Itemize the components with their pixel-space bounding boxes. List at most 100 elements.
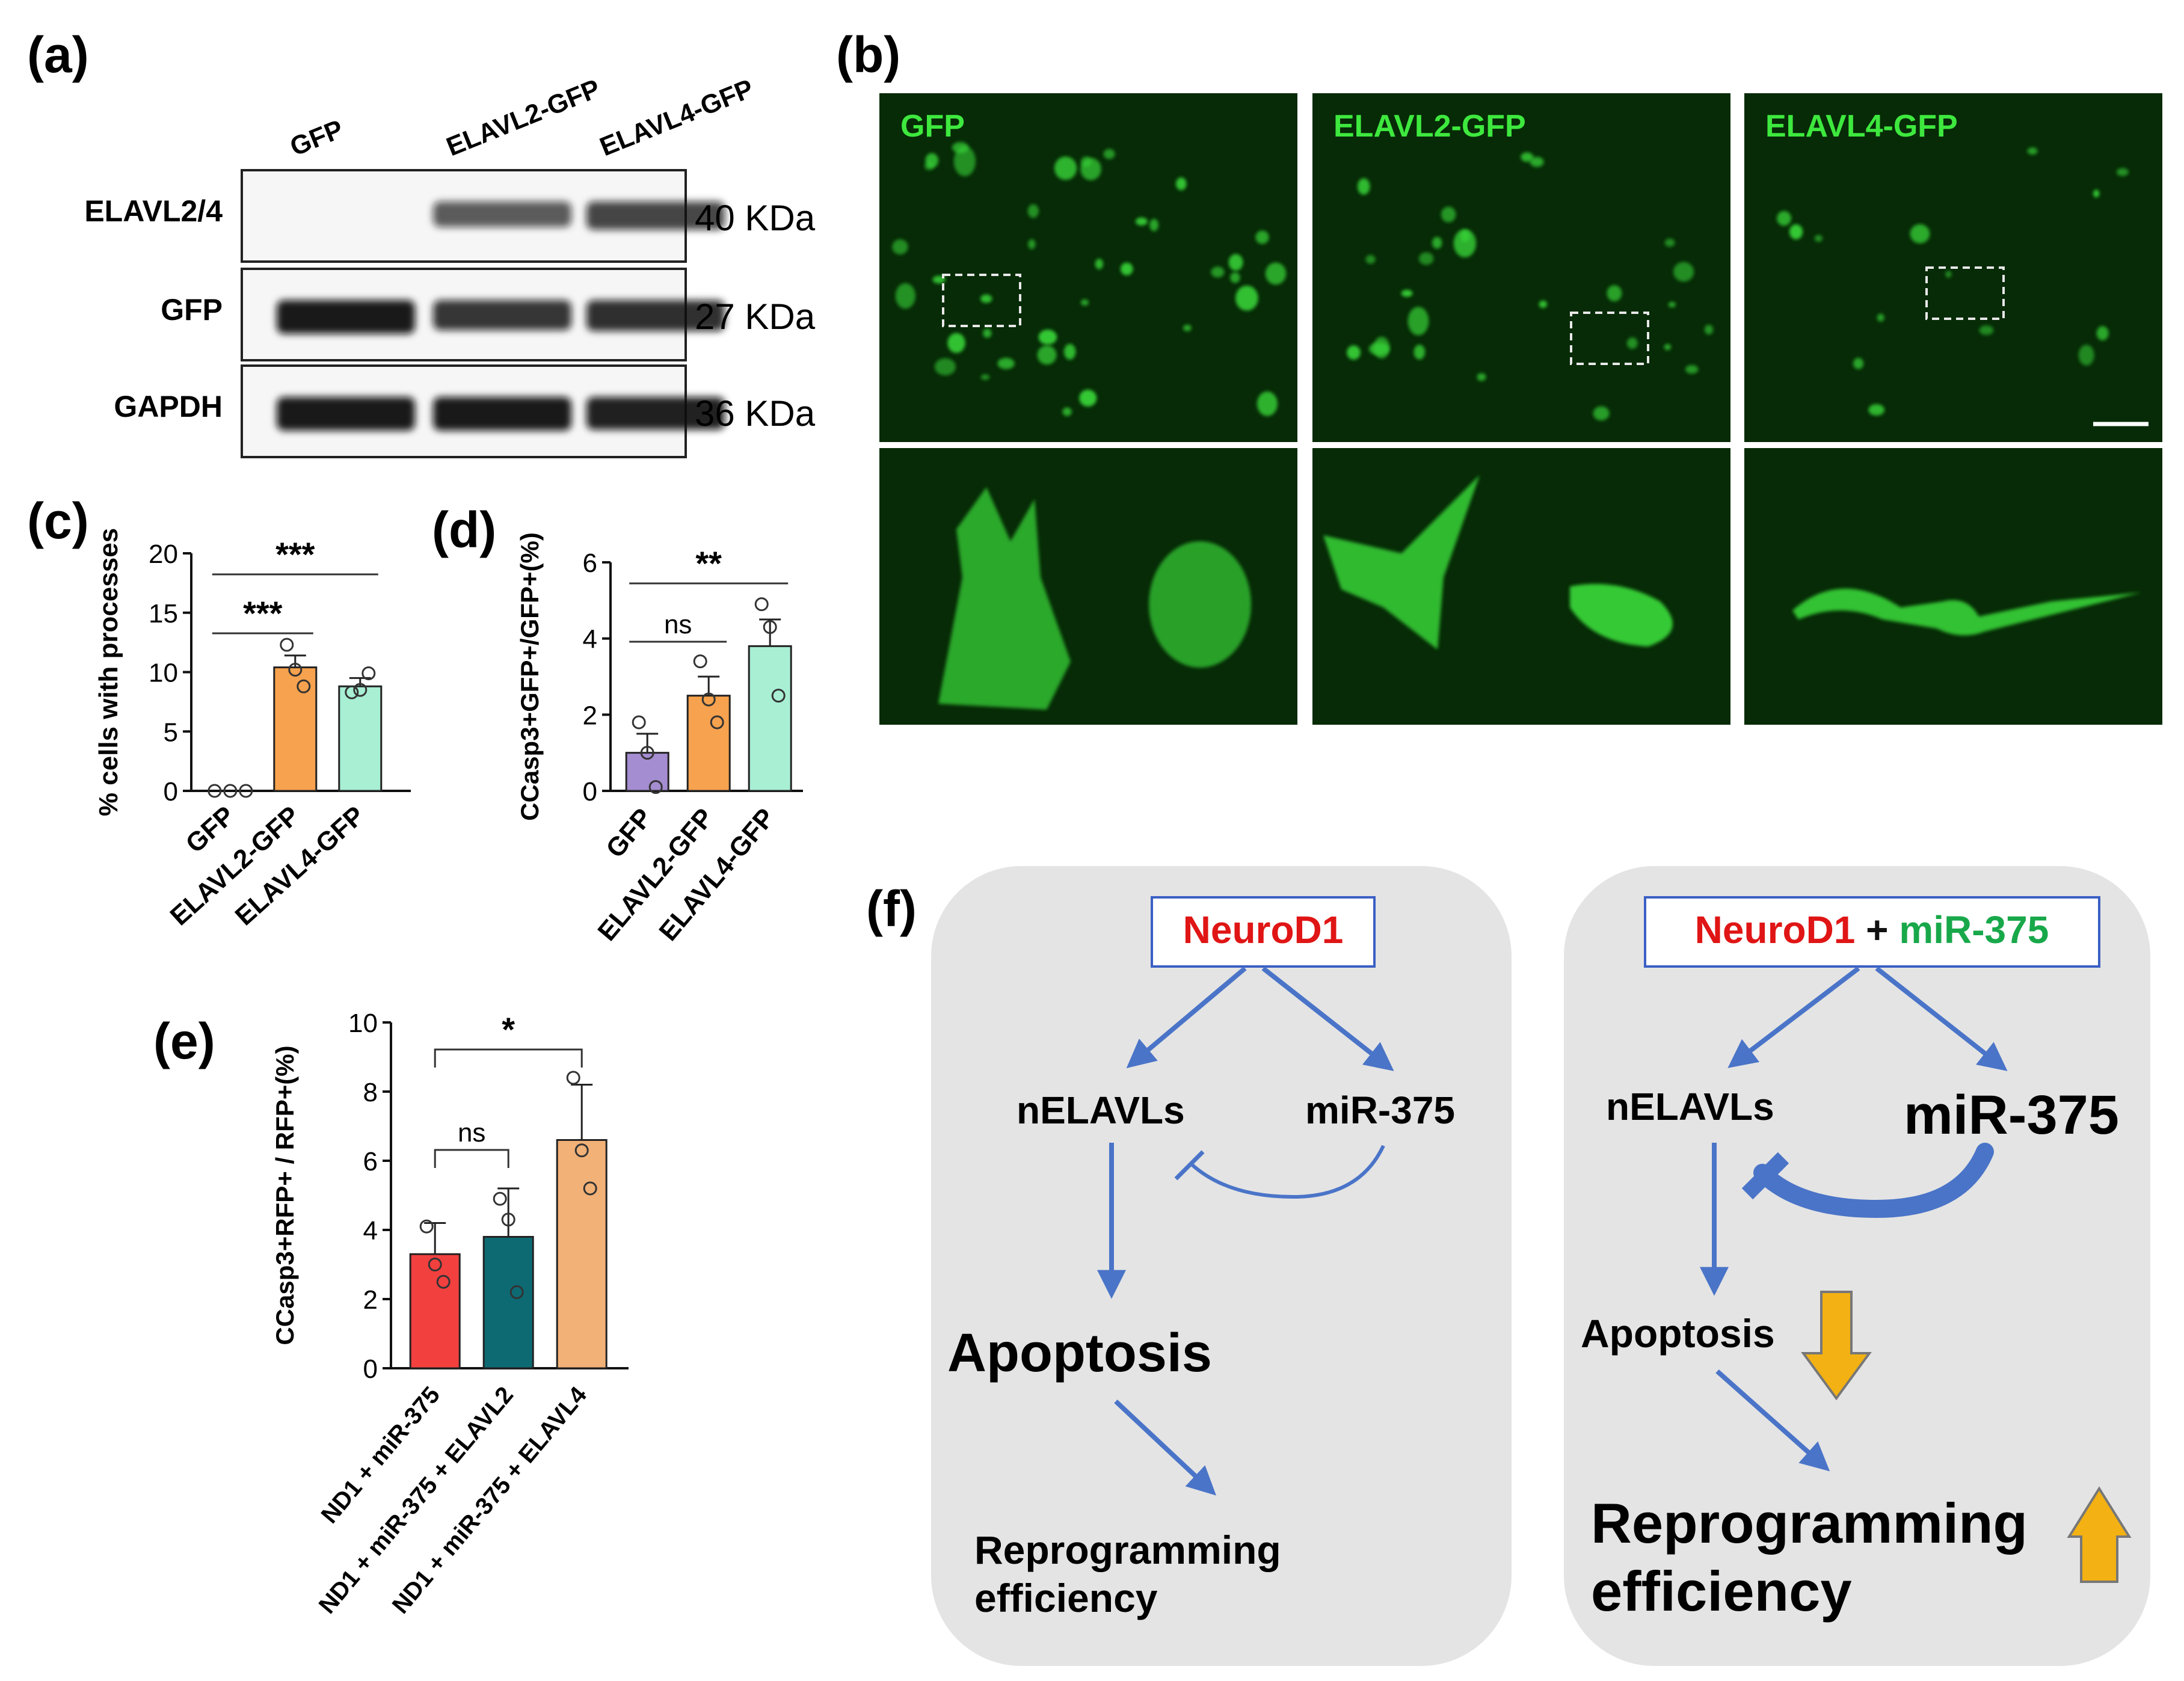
- data-point: [493, 1191, 507, 1206]
- western-row-label: ELAVL2/4: [84, 194, 223, 228]
- cell-spot: [1853, 358, 1864, 369]
- neurod1-label-right: NeuroD1: [1695, 908, 1856, 951]
- y-axis-label: % cells with processes: [94, 528, 123, 816]
- data-point: [701, 692, 716, 707]
- zoom-cell: [1792, 588, 2141, 636]
- apoptosis-label-right: Apoptosis: [1581, 1311, 1775, 1356]
- reprogramming-line2-left: efficiency: [974, 1576, 1158, 1620]
- bar: [556, 1139, 608, 1369]
- increase-arrow-icon: [2067, 1486, 2132, 1583]
- strong-inhibition-bar: [1741, 1152, 1789, 1200]
- western-band: [433, 397, 571, 431]
- y-axis-label: CCasp3+GFP+/GFP+(%): [515, 532, 544, 821]
- cell-spot: [947, 333, 965, 353]
- cell-spot: [1668, 301, 1676, 307]
- micrograph-overview: [1312, 93, 1730, 442]
- arrow-apoptosis-to-reprogramming-left: [1114, 1400, 1217, 1496]
- data-point: [648, 780, 663, 794]
- cell-spot: [1407, 307, 1429, 336]
- cell-spot: [1868, 404, 1885, 416]
- bar: [482, 1236, 534, 1369]
- western-band: [433, 201, 571, 227]
- data-point: [632, 715, 646, 730]
- panel-f: (f) NeuroD1 nELAVLs miR-375 Apoptosis Re…: [866, 866, 2150, 1666]
- cell-spot: [924, 162, 934, 170]
- western-band: [277, 397, 415, 431]
- zoom-cell: [1323, 475, 1480, 650]
- cell-spot: [1593, 406, 1610, 421]
- cell-spot: [980, 294, 992, 303]
- zoom-cell: [938, 487, 1071, 710]
- cell-spot: [997, 357, 1015, 369]
- bar: [409, 1253, 461, 1369]
- micrograph-label: ELAVL4-GFP: [1765, 109, 1958, 144]
- cell-spot: [1176, 177, 1187, 191]
- neurod1-mir375-box: [1644, 896, 2100, 968]
- arrow-neurod1-to-nelavls-right: [1727, 966, 1860, 1068]
- cell-spot: [1120, 262, 1133, 275]
- cell-spot: [1664, 343, 1672, 351]
- cell-spot: [980, 374, 990, 380]
- nelavls-label-right: nELAVLs: [1606, 1085, 1774, 1128]
- western-row-label: GAPDH: [114, 390, 223, 423]
- data-point: [280, 638, 294, 652]
- significance-label: ns: [458, 1118, 485, 1148]
- y-tick-label: 2: [583, 701, 597, 730]
- neurod1-mir375-label: NeuroD1 + miR-375: [1695, 908, 2049, 951]
- data-point: [763, 620, 777, 635]
- inhibition-bar-left: [1174, 1150, 1205, 1181]
- y-axis-label: CCasp3+RFP+ / RFP+(%): [271, 1045, 299, 1345]
- cell-spot: [1777, 211, 1792, 226]
- micrograph-zoom: [1744, 448, 2162, 725]
- panel-label-a: (a): [27, 26, 89, 83]
- cell-spot: [1183, 324, 1192, 331]
- data-point: [583, 1181, 597, 1196]
- bar: [686, 695, 731, 792]
- cell-spot: [2093, 189, 2100, 198]
- bar: [748, 645, 792, 792]
- panel-label-d: (d): [432, 502, 496, 558]
- data-point: [239, 784, 253, 798]
- cell-spot: [1979, 325, 1994, 336]
- cell-spot: [1373, 336, 1390, 359]
- data-point: [208, 784, 222, 798]
- cell-spot: [2096, 326, 2109, 341]
- cell-spot: [1095, 259, 1104, 269]
- data-point: [353, 683, 368, 697]
- panel-label-c: (c): [27, 493, 89, 549]
- data-point: [640, 746, 654, 760]
- micrograph-label: GFP: [900, 109, 965, 144]
- cell-spot: [1079, 389, 1097, 407]
- micrograph-overview: [879, 93, 1297, 442]
- data-point: [693, 654, 707, 669]
- cell-spot: [1103, 149, 1115, 159]
- y-tick-label: 8: [363, 1078, 378, 1107]
- mir375-label-box: miR-375: [1899, 908, 2049, 951]
- zoom-cell: [1570, 583, 1673, 647]
- western-row-label: GFP: [161, 293, 223, 327]
- cell-spot: [2078, 345, 2094, 366]
- data-point: [509, 1285, 524, 1299]
- cell-spot: [953, 146, 976, 177]
- significance-label: *: [502, 1010, 515, 1048]
- cell-spot: [1037, 345, 1057, 365]
- cell-spot: [1673, 262, 1694, 282]
- inset-box: [1570, 312, 1649, 365]
- western-lane-label: ELAVL2-GFP: [442, 73, 604, 162]
- cell-spot: [1814, 235, 1823, 242]
- significance-bracket: [434, 1048, 583, 1068]
- apoptosis-label-left: Apoptosis: [947, 1323, 1212, 1383]
- plus-label: +: [1855, 908, 1899, 951]
- cell-spot: [1401, 289, 1413, 297]
- cell-spot: [1080, 299, 1089, 306]
- significance-label: ns: [664, 610, 692, 639]
- data-point: [436, 1274, 451, 1289]
- cell-spot: [1149, 218, 1159, 232]
- cell-spot: [1607, 285, 1622, 302]
- scheme-right: NeuroD1 + miR-375 nELAVLs miR-375 Apopto…: [1564, 866, 2150, 1666]
